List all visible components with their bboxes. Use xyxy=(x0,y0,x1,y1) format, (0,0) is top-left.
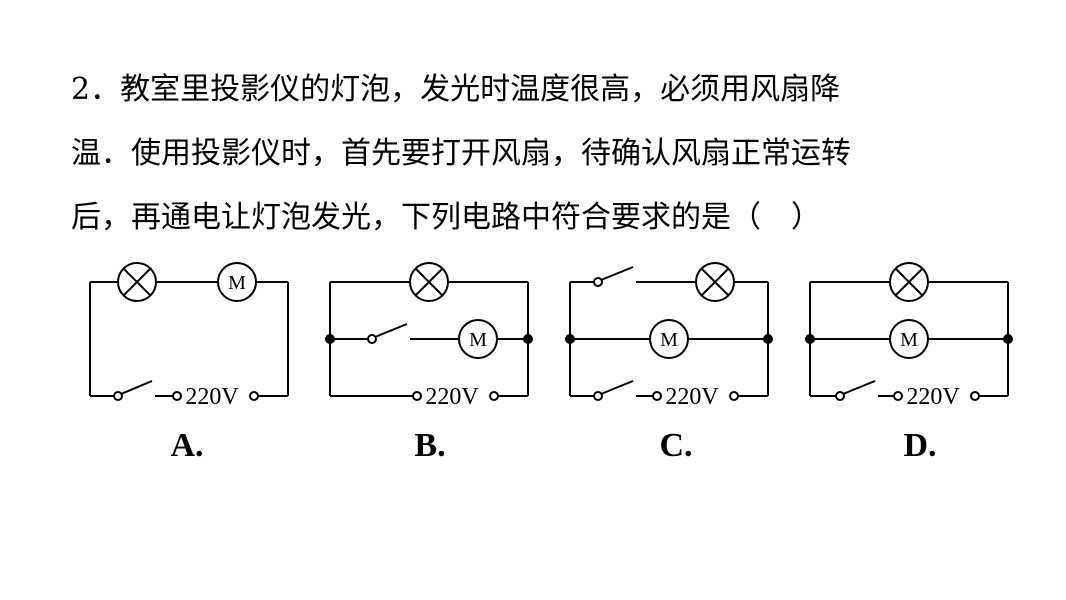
switch-icon xyxy=(835,380,876,401)
switch-icon xyxy=(113,380,153,401)
motor-icon: M xyxy=(458,319,498,359)
option-label-b: B. xyxy=(414,427,445,464)
terminal xyxy=(412,391,422,401)
question-line-1: 2．教室里投影仪的灯泡，发光时温度很高，必须用风扇降 xyxy=(71,72,841,107)
option-label-a: A. xyxy=(170,427,203,464)
source-label: 220V xyxy=(906,384,960,410)
terminal xyxy=(489,391,499,401)
source-label: 220V xyxy=(425,384,479,410)
lamp-icon xyxy=(409,262,449,302)
switch-icon xyxy=(593,380,634,401)
motor-icon: M xyxy=(889,319,929,359)
motor-label: M xyxy=(900,329,918,351)
option-label-d: D. xyxy=(903,427,936,464)
question-line-2: 温．使用投影仪时，首先要打开风扇，待确认风扇正常运转 xyxy=(71,136,851,171)
motor-label: M xyxy=(469,329,487,351)
motor-label: M xyxy=(660,329,678,351)
circuit-c: M 220V C. xyxy=(565,262,773,464)
circuit-diagrams: M 220V A. xyxy=(89,262,1013,464)
motor-icon: M xyxy=(649,319,689,359)
terminal xyxy=(249,391,259,401)
circuit-b: M 220V B. xyxy=(325,262,533,464)
option-label-c: C. xyxy=(659,427,692,464)
lamp-icon xyxy=(889,262,929,302)
terminal xyxy=(970,391,980,401)
source-label: 220V xyxy=(185,384,239,410)
lamp-icon xyxy=(695,262,735,302)
terminal xyxy=(893,391,903,401)
lamp-icon xyxy=(117,262,157,302)
terminal xyxy=(172,391,182,401)
source-label: 220V xyxy=(665,384,719,410)
switch-icon xyxy=(367,323,408,344)
motor-label: M xyxy=(228,272,246,294)
switch-icon xyxy=(593,266,634,287)
terminal xyxy=(652,391,662,401)
question-line-3: 后，再通电让灯泡发光，下列电路中符合要求的是（ ） xyxy=(71,200,821,235)
question-text: 2．教室里投影仪的灯泡，发光时温度很高，必须用风扇降 温．使用投影仪时，首先要打… xyxy=(71,58,1031,250)
terminal xyxy=(729,391,739,401)
motor-icon: M xyxy=(217,262,257,302)
circuit-a: M 220V A. xyxy=(89,262,289,464)
circuit-d: M 220V D. xyxy=(805,262,1013,464)
